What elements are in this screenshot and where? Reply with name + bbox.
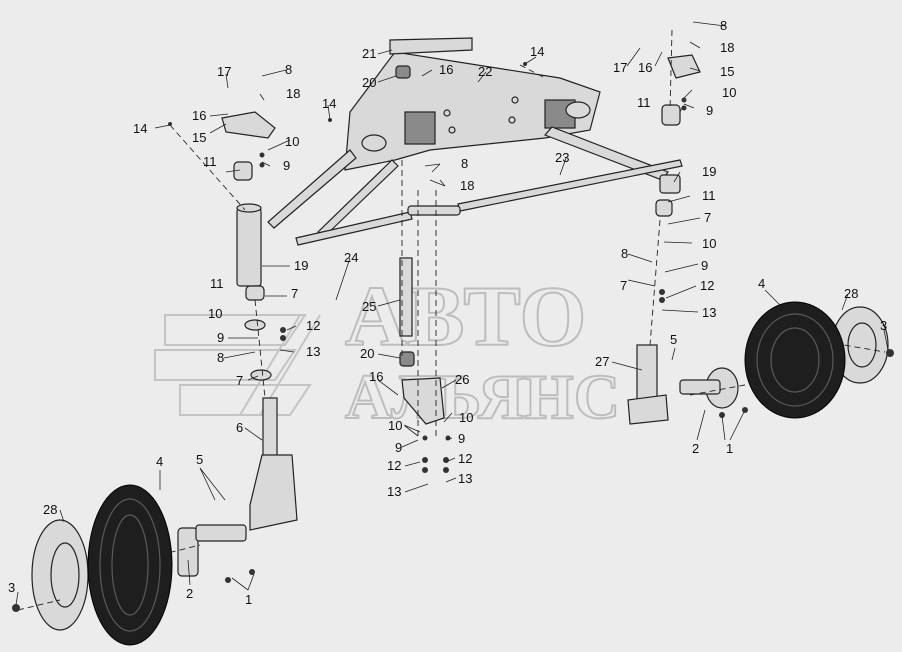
callout-12-left: 12 [306, 318, 320, 333]
callout-17-left: 17 [217, 64, 231, 79]
left-hub [177, 527, 199, 577]
callout-8-right-top: 8 [720, 18, 727, 33]
callout-8-right-lower: 8 [621, 246, 628, 261]
callout-10-right-lower: 10 [702, 236, 716, 251]
left-kingpin [221, 111, 298, 531]
callout-10-right-top: 10 [722, 85, 736, 100]
callout-17-right: 17 [613, 60, 627, 75]
callout-13-left: 13 [306, 344, 320, 359]
callout-8-center: 8 [461, 156, 468, 171]
callout-16-right: 16 [638, 60, 652, 75]
callout-3-left: 3 [8, 580, 15, 595]
callout-14-left: 14 [133, 121, 147, 136]
callout-9-right-lower: 9 [701, 258, 708, 273]
callout-21: 21 [362, 46, 376, 61]
frame-beam [344, 51, 601, 171]
callout-1-left: 1 [245, 592, 252, 607]
callout-18-center: 18 [460, 178, 474, 193]
callout-2-right: 2 [692, 441, 699, 456]
callout-27: 27 [595, 354, 609, 369]
callout-14-right: 14 [530, 44, 544, 59]
callout-11-left-top: 11 [203, 154, 217, 169]
callout-26: 26 [455, 372, 469, 387]
callout-16-center-top: 16 [439, 62, 453, 77]
callout-7-right-lower: 7 [620, 278, 627, 293]
callout-11-right-top: 11 [637, 95, 651, 110]
watermark-line2: АЛЬЯНС [345, 361, 620, 432]
center-parts [389, 37, 473, 425]
right-kingpin [627, 54, 701, 425]
callout-5-right: 5 [670, 332, 677, 347]
callout-11-right-lower: 11 [702, 188, 716, 203]
callout-8-left-top: 8 [285, 62, 292, 77]
callout-15-left: 15 [192, 130, 206, 145]
callout-24: 24 [344, 250, 358, 265]
callout-18-right: 18 [720, 40, 734, 55]
callout-28-left: 28 [43, 502, 57, 517]
callout-9-left-top: 9 [283, 158, 290, 173]
callout-12-right: 12 [700, 278, 714, 293]
callout-7-left-lower: 7 [236, 373, 243, 388]
callout-18-left: 18 [286, 86, 300, 101]
callout-9-left-lower: 9 [217, 330, 224, 345]
callout-23: 23 [555, 150, 569, 165]
callout-3-right: 3 [880, 318, 887, 333]
callout-19-left: 19 [294, 258, 308, 273]
callout-5-left: 5 [196, 452, 203, 467]
assembly-lines [17, 29, 886, 611]
callout-14-center: 14 [322, 96, 336, 111]
watermark: АВТО АЛЬЯНС [154, 267, 621, 433]
callout-11-left-lower: 11 [210, 276, 224, 291]
callout-2-left: 2 [186, 586, 193, 601]
callout-15-right: 15 [720, 64, 734, 79]
callout-9-center-left: 9 [395, 440, 402, 455]
callout-20-lower: 20 [360, 346, 374, 361]
callout-8-left-lower: 8 [217, 350, 224, 365]
callout-13-center-left: 13 [387, 484, 401, 499]
callout-13-right: 13 [702, 305, 716, 320]
callout-1-right: 1 [726, 441, 733, 456]
callout-9-center-right: 9 [458, 431, 465, 446]
right-wheel [679, 301, 889, 419]
callout-12-center-right: 12 [458, 451, 472, 466]
callout-10-center-right: 10 [459, 410, 473, 425]
callout-4-left: 4 [156, 454, 163, 469]
watermark-logo [154, 314, 321, 416]
leader-lines [15, 21, 889, 606]
callout-13-center-right: 13 [458, 471, 472, 486]
callout-16-center-lower: 16 [369, 369, 383, 384]
callout-labels: 1 1 2 2 3 3 4 4 5 5 6 7 7 7 7 8 8 8 8 8 … [8, 18, 887, 607]
callout-10-left-lower: 10 [208, 306, 222, 321]
callout-22: 22 [478, 64, 492, 79]
struts [267, 126, 683, 246]
callout-12-center-left: 12 [387, 458, 401, 473]
right-tire [744, 301, 846, 419]
callout-7-left-upper: 7 [291, 286, 298, 301]
callout-25: 25 [362, 299, 376, 314]
callout-9-right-top: 9 [706, 103, 713, 118]
left-wheel [31, 484, 247, 646]
callout-6: 6 [236, 420, 243, 435]
callout-10-left-top: 10 [285, 134, 299, 149]
callout-19-right: 19 [702, 164, 716, 179]
callout-28-right: 28 [844, 286, 858, 301]
callout-4-right: 4 [758, 276, 765, 291]
callout-10-center-left: 10 [388, 418, 402, 433]
watermark-line1: АВТО [345, 268, 586, 364]
left-tire [87, 484, 173, 646]
callout-16-left: 16 [192, 108, 206, 123]
callout-20-top: 20 [362, 75, 376, 90]
callout-7-right-upper: 7 [704, 210, 711, 225]
